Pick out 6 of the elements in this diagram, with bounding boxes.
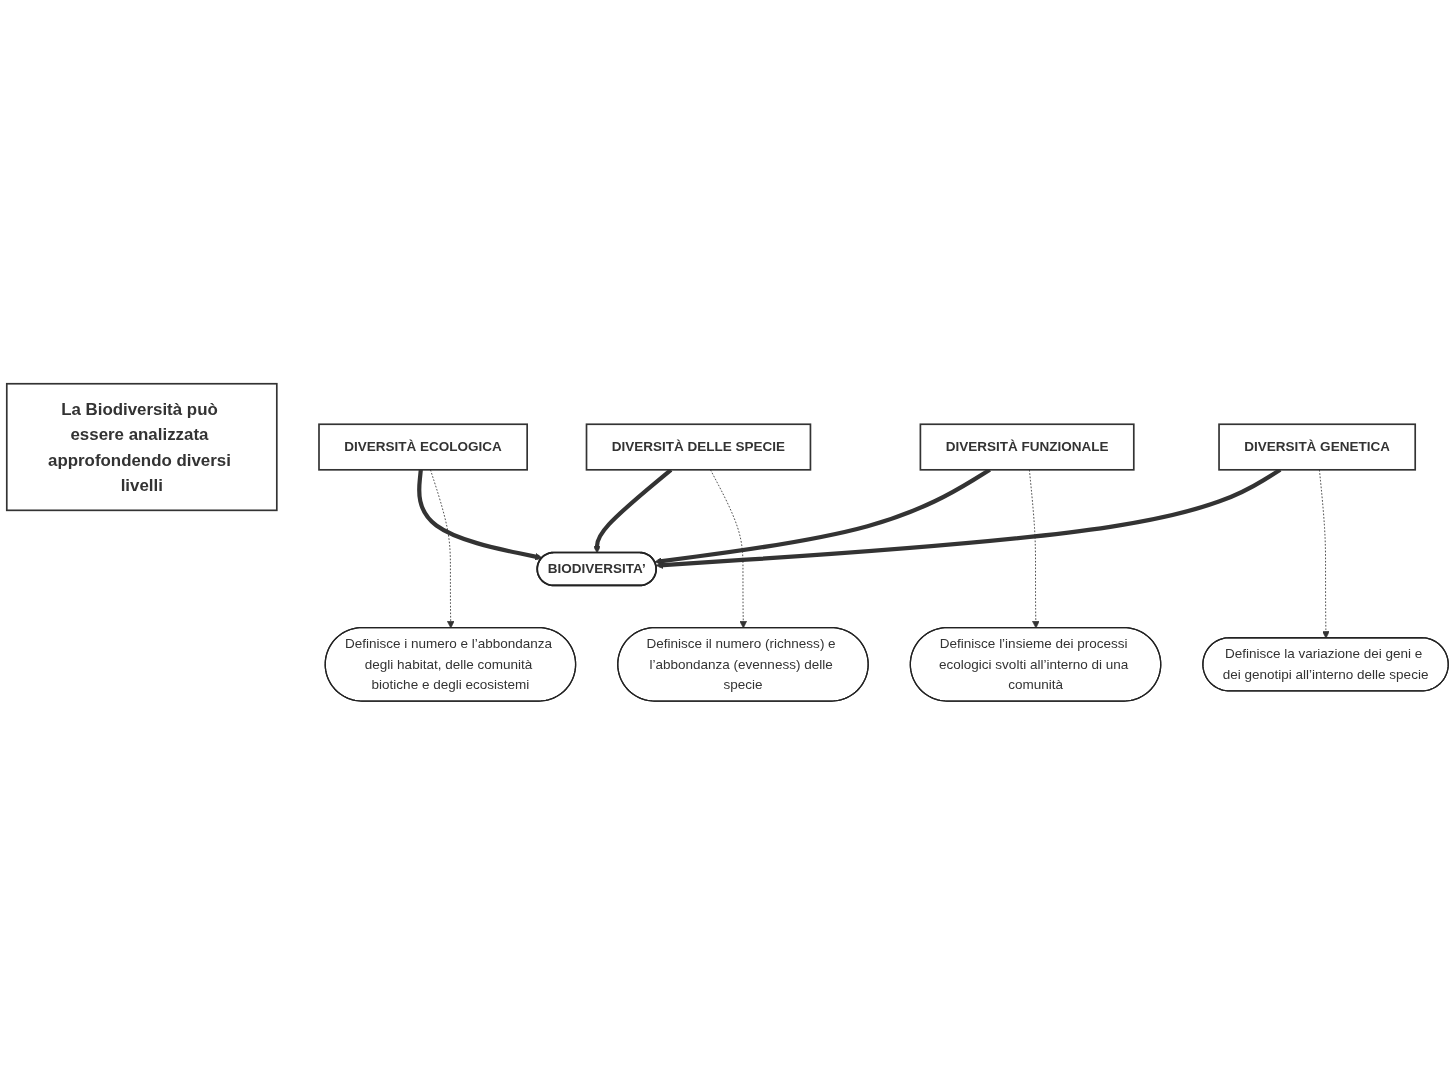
node-box: DIVERSITÀ GENETICA (1218, 423, 1417, 471)
node-box: DIVERSITÀ DELLE SPECIE (585, 423, 812, 471)
node-box: DIVERSITÀ FUNZIONALE (919, 423, 1135, 471)
node-box: La Biodiversità può essere analizzata approfondendo diversi livelli (5, 382, 278, 511)
node-box: DIVERSITÀ ECOLOGICA (318, 423, 528, 471)
arrow (417, 469, 543, 560)
